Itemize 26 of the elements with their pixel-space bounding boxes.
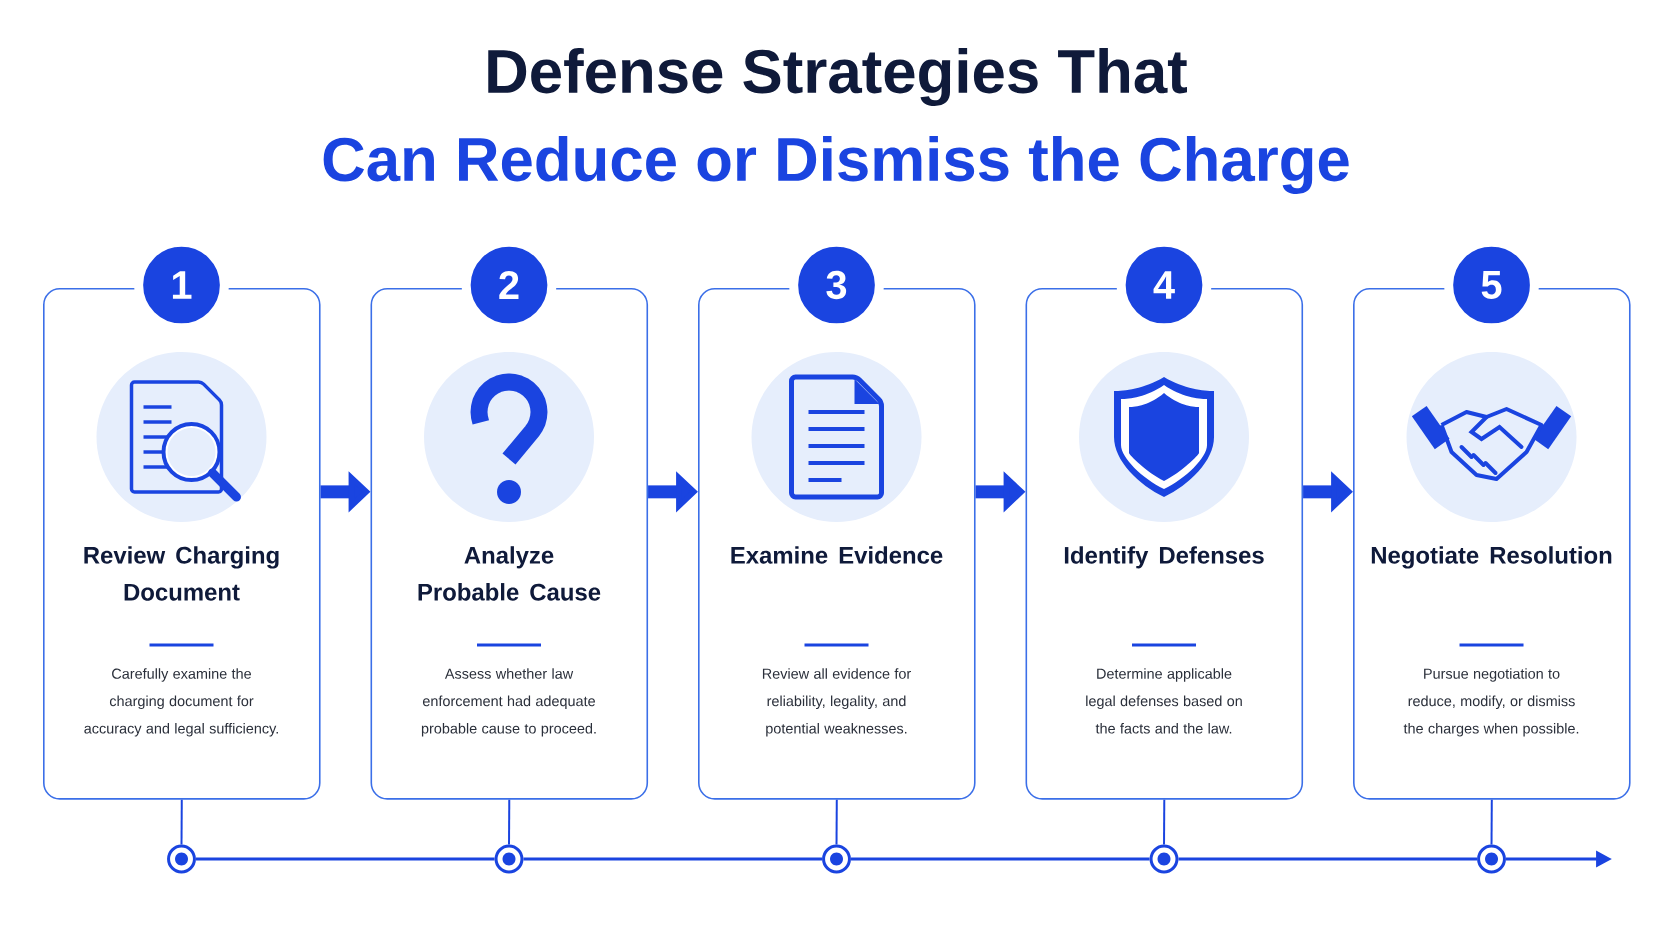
connector-line	[850, 857, 1150, 861]
timeline-dot	[822, 844, 851, 874]
timeline-dot	[1149, 844, 1179, 874]
step-description: Carefully examine the charging document for accuracy and legal sufficiency.	[84, 668, 278, 737]
title: Defense Strategies That	[488, 48, 1187, 106]
step-title: Review Charging Document	[84, 546, 279, 601]
connector-line	[1178, 857, 1478, 861]
connector-line	[523, 857, 823, 861]
step-title: Negotiate Resolution	[1371, 546, 1612, 569]
step-description: Review all evidence for reliability, legality, and potential weaknesses.	[762, 668, 911, 737]
connector-line	[508, 798, 511, 846]
step-title: Analyze Probable Cause	[418, 546, 601, 601]
step-description: Assess whether law enforcement had adequate probable cause to proceed.	[421, 668, 596, 737]
connector-line	[1163, 798, 1166, 846]
timeline-dot	[494, 844, 524, 874]
connector-line	[1490, 798, 1493, 846]
subtitle: Can Reduce or Dismiss the Charge	[323, 136, 1349, 194]
timeline-dot	[1477, 844, 1506, 874]
step-title: Examine Evidence	[731, 546, 943, 564]
step-description: Pursue negotiation to reduce, modify, or dismiss the charges when possible.	[1403, 668, 1579, 737]
connector-line	[180, 798, 183, 846]
connector-line	[195, 857, 495, 861]
connector-line	[835, 798, 838, 846]
step-title: Identify Defenses	[1064, 546, 1264, 569]
timeline-dot	[167, 844, 196, 874]
step-description: Determine applicable legal defenses based on the facts and the law.	[1086, 668, 1242, 734]
